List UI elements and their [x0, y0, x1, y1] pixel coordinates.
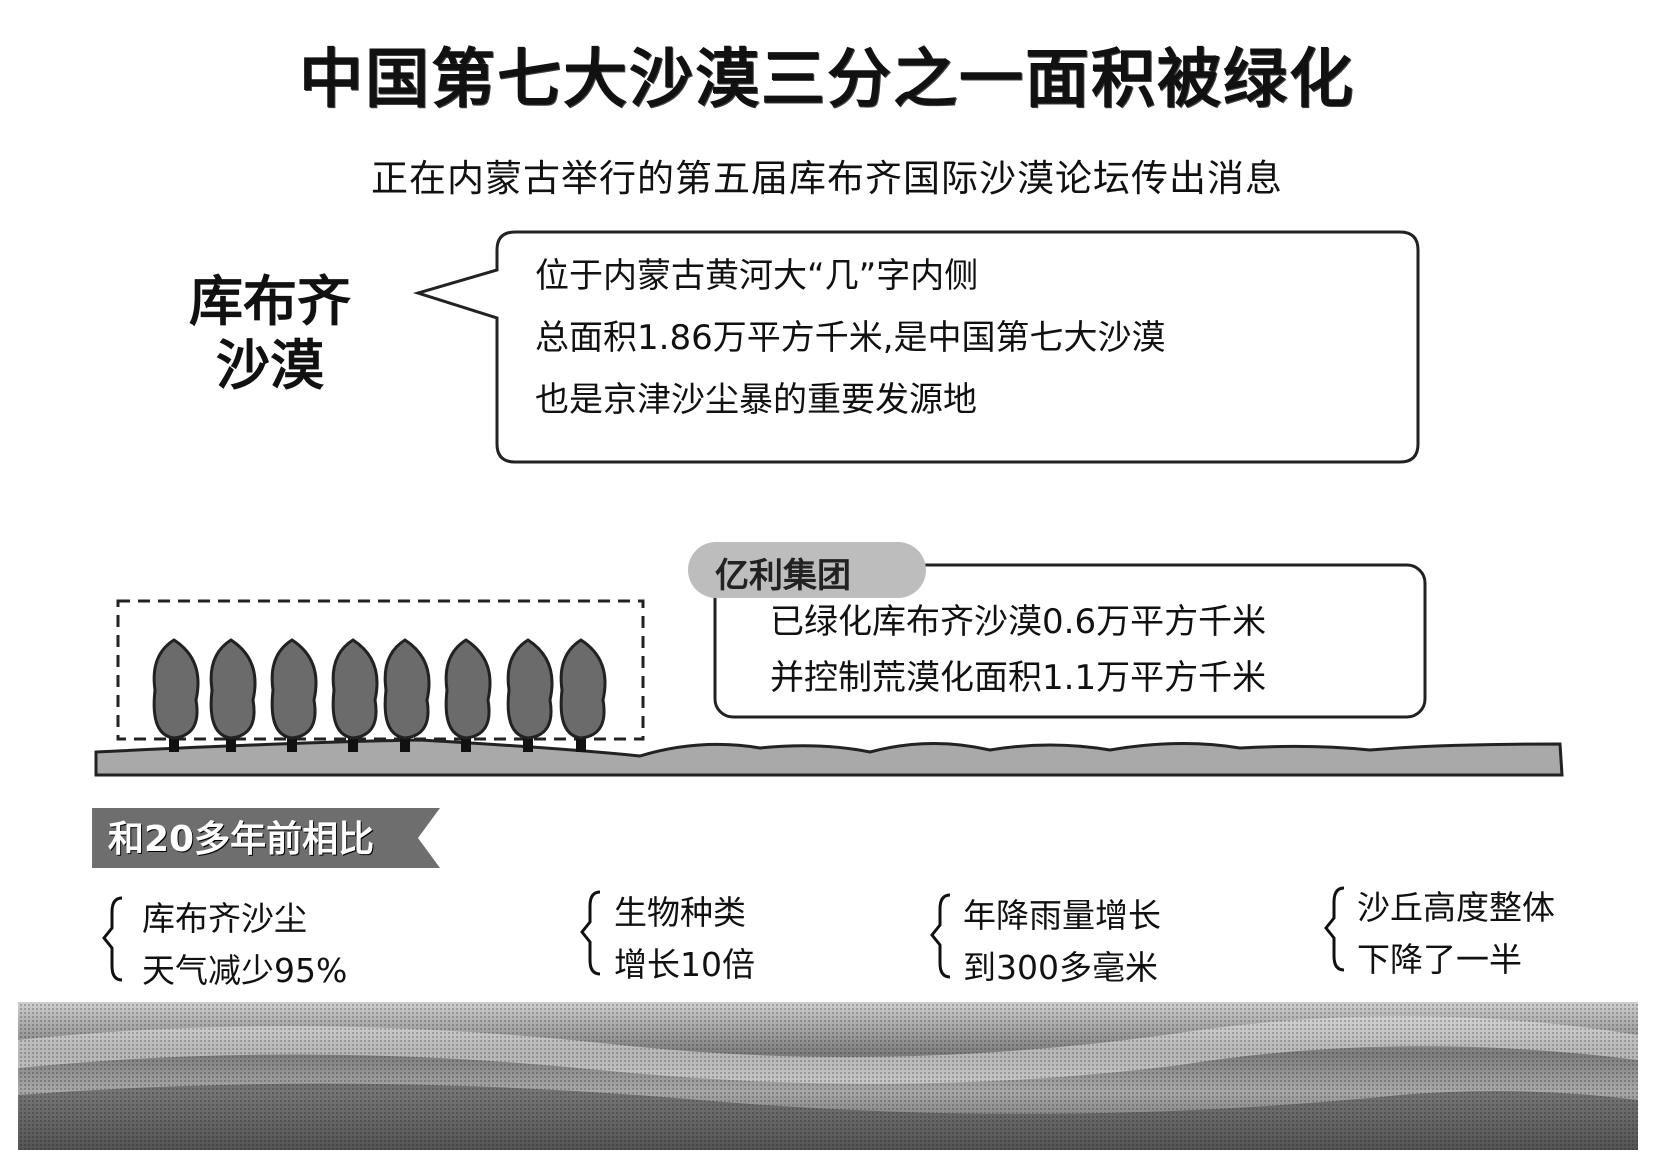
desert-fact: 位于内蒙古黄河大“几”字内侧: [535, 256, 979, 296]
brace-icon: [1324, 886, 1345, 972]
desert-photo: [18, 1002, 1638, 1150]
comparison-tag-bg: [92, 808, 440, 868]
stat-dune-height: 沙丘高度整体 下降了一半: [1357, 882, 1555, 986]
stat-line: 下降了一半: [1357, 940, 1522, 979]
company-tag-bg: [688, 542, 926, 598]
desert-callout-bubble: [412, 230, 1420, 464]
tree-row: [152, 638, 607, 752]
stat-rainfall: 年降雨量增长 到300多毫米: [963, 890, 1161, 994]
tree-icon: [270, 638, 318, 752]
brace-icons: [102, 886, 1345, 982]
comparison-label: 和20多年前相比: [108, 819, 375, 860]
page-title: 中国第七大沙漠三分之一面积被绿化: [299, 43, 1355, 117]
stat-line: 年降雨量增长: [963, 896, 1161, 935]
desert-name-line1: 库布齐: [189, 270, 351, 333]
stat-species: 生物种类 增长10倍: [614, 887, 755, 991]
company-facts: 已绿化库布齐沙漠0.6万平方千米 并控制荒漠化面积1.1万平方千米: [770, 594, 1266, 706]
tree-icon: [331, 638, 379, 752]
stat-line: 增长10倍: [614, 945, 755, 984]
desert-fact: 总面积1.86万平方千米,是中国第七大沙漠: [535, 318, 1166, 358]
desert-fact: 也是京津沙尘暴的重要发源地: [535, 380, 977, 420]
desert-facts: 位于内蒙古黄河大“几”字内侧 总面积1.86万平方千米,是中国第七大沙漠 也是京…: [535, 245, 1166, 431]
plantation-area-box: [116, 599, 645, 741]
brace-icon: [102, 896, 123, 982]
tree-icon: [444, 638, 492, 752]
stat-line: 生物种类: [614, 893, 746, 932]
page-subtitle: 正在内蒙古举行的第五届库布齐国际沙漠论坛传出消息: [371, 157, 1283, 200]
company-fact: 已绿化库布齐沙漠0.6万平方千米: [770, 602, 1267, 642]
stat-line: 天气减少95%: [142, 951, 348, 990]
desert-name: 库布齐 沙漠: [170, 270, 370, 398]
ground-strip: [94, 738, 1564, 777]
stat-line: 沙丘高度整体: [1357, 888, 1555, 927]
tree-icon: [152, 638, 200, 752]
company-info-box: [713, 563, 1427, 719]
tree-icon: [383, 638, 431, 752]
tree-icon: [506, 638, 554, 752]
brace-icon: [930, 893, 951, 979]
stat-line: 到300多毫米: [963, 948, 1158, 987]
company-name-tag: 亿利集团: [715, 556, 851, 596]
tree-icon: [559, 638, 607, 752]
company-fact: 并控制荒漠化面积1.1万平方千米: [770, 658, 1267, 698]
desert-name-line2: 沙漠: [216, 334, 324, 397]
stat-line: 库布齐沙尘: [142, 899, 307, 938]
stat-dust-storms: 库布齐沙尘 天气减少95%: [142, 893, 347, 997]
tree-icon: [209, 638, 257, 752]
brace-icon: [580, 890, 601, 976]
